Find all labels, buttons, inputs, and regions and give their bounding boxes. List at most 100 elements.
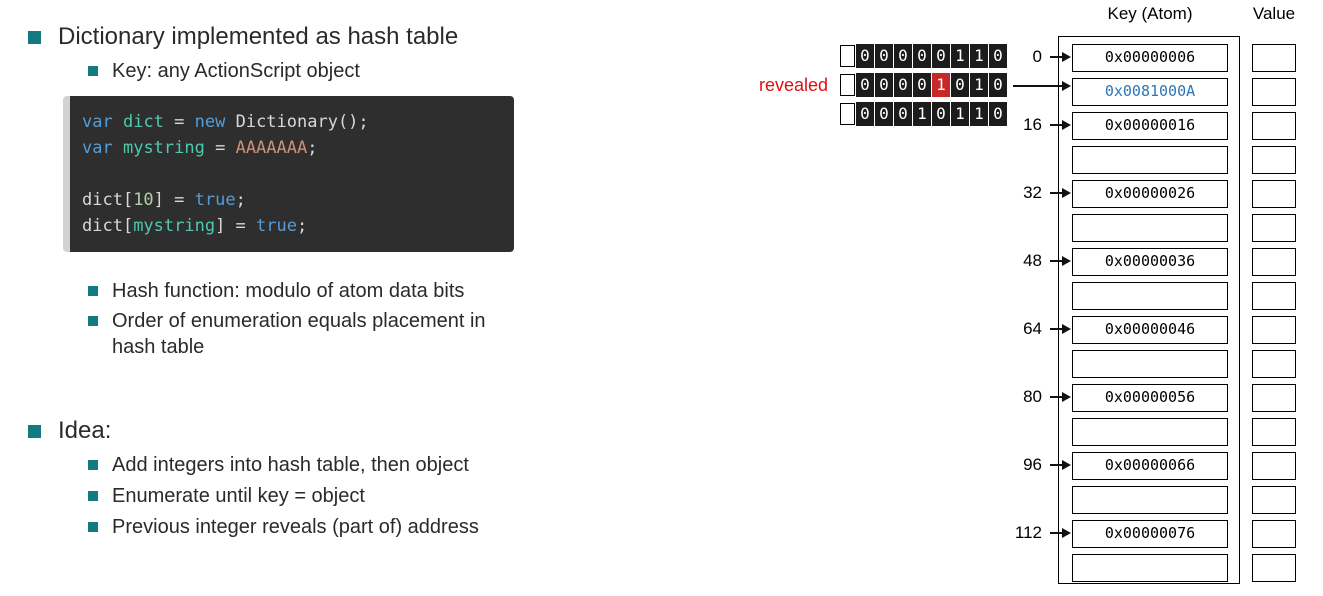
hash-value-cell: [1252, 520, 1296, 548]
offset-label: 96: [1023, 455, 1042, 474]
bullet-text: Hash function: modulo of atom data bits: [112, 280, 465, 302]
bullet-item-add-integers: Add integers into hash table, then objec…: [88, 452, 648, 478]
bit-cell-empty-icon: [840, 74, 855, 96]
bullet-square-icon: [88, 286, 98, 296]
hash-value-cell: [1252, 214, 1296, 242]
bit-cell: 0: [856, 102, 874, 126]
code-token: mystring: [133, 216, 216, 236]
hash-value-cell: [1252, 180, 1296, 208]
hash-value-cell: [1252, 384, 1296, 412]
bit-cell: 0: [894, 102, 912, 126]
bullet-square-icon: [88, 316, 98, 326]
code-token: 10: [133, 190, 154, 210]
code-token: Dictionary();: [225, 112, 369, 132]
code-token: =: [204, 138, 236, 158]
bullet-item-reveals-address: Previous integer reveals (part of) addre…: [88, 514, 648, 540]
code-token: var: [82, 138, 113, 158]
code-line: dict[10] = true;: [82, 187, 514, 213]
hash-key-cell: 0x00000066: [1072, 452, 1228, 480]
hash-value-cell: [1252, 486, 1296, 514]
code-token: true: [256, 216, 297, 236]
offset-arrow-icon: [1050, 256, 1071, 266]
hash-key-cell: 0x00000056: [1072, 384, 1228, 412]
bullet-item-dictionary: Dictionary implemented as hash table: [28, 22, 688, 52]
bullet-square-icon: [28, 31, 41, 44]
bit-cell: 0: [875, 44, 893, 68]
bit-cell: 0: [989, 44, 1007, 68]
hash-value-cell: [1252, 78, 1296, 106]
offset-label: 16: [1023, 115, 1042, 134]
offset-arrow-icon: [1050, 460, 1071, 470]
bullet-square-icon: [88, 66, 98, 76]
offset-arrow-icon: [1050, 120, 1071, 130]
code-token: ] =: [215, 216, 257, 236]
hash-value-cell: [1252, 248, 1296, 276]
bit-cell: 0: [875, 73, 893, 97]
hash-value-cell: [1252, 282, 1296, 310]
bullet-item-idea: Idea:: [28, 416, 328, 446]
bit-cell: 1: [970, 102, 988, 126]
bullet-text: Dictionary implemented as hash table: [58, 23, 459, 50]
bullet-text: Idea:: [58, 417, 112, 444]
hash-key-cell: 0x00000006: [1072, 44, 1228, 72]
hash-key-cell-empty: [1072, 486, 1228, 514]
offset-arrow-icon: [1050, 324, 1071, 334]
code-token: dict[: [82, 216, 134, 236]
hash-key-cell-empty: [1072, 418, 1228, 446]
bullet-item-key-object: Key: any ActionScript object: [88, 58, 648, 84]
bullet-square-icon: [88, 460, 98, 470]
bit-cell: 0: [951, 73, 969, 97]
code-token: ;: [296, 216, 308, 236]
bit-cell: 1: [970, 44, 988, 68]
key-column-header: Key (Atom): [1107, 4, 1193, 23]
hash-value-cell: [1252, 316, 1296, 344]
code-block: var dict = new Dictionary();var mystring…: [63, 96, 514, 252]
hash-key-cell-empty: [1072, 350, 1228, 378]
bullet-text: Enumerate until key = object: [112, 485, 365, 507]
bit-cell: 1: [951, 44, 969, 68]
bullet-square-icon: [88, 522, 98, 532]
hash-key-cell-empty: [1072, 146, 1228, 174]
offset-label: 32: [1023, 183, 1042, 202]
bullet-text: Key: any ActionScript object: [112, 60, 360, 82]
bullet-square-icon: [88, 491, 98, 501]
bit-cell: 1: [951, 102, 969, 126]
bullet-item-hash-function: Hash function: modulo of atom data bits: [88, 278, 648, 304]
bit-cell: 0: [932, 102, 950, 126]
bullet-text: Previous integer reveals (part of) addre…: [112, 516, 479, 538]
hash-value-cell: [1252, 452, 1296, 480]
code-token: dict[: [82, 190, 134, 210]
value-column-header: Value: [1252, 4, 1296, 23]
hash-key-cell: 0x00000076: [1072, 520, 1228, 548]
bullet-square-icon: [28, 425, 41, 438]
bit-cell: 0: [875, 102, 893, 126]
offset-label: 64: [1023, 319, 1042, 338]
hash-key-cell: 0x00000046: [1072, 316, 1228, 344]
code-token: ;: [307, 138, 318, 158]
bullet-text: Order of enumeration equals placement in…: [112, 310, 486, 358]
bit-cell: 0: [894, 44, 912, 68]
bit-cell: 1: [970, 73, 988, 97]
code-token: var: [82, 112, 113, 132]
bit-cell: 0: [894, 73, 912, 97]
bit-cell-empty-icon: [840, 103, 855, 125]
hash-value-cell: [1252, 44, 1296, 72]
hash-value-cell: [1252, 418, 1296, 446]
code-token: dict: [122, 112, 164, 132]
hash-table-outline: [1058, 36, 1240, 584]
code-token: =: [163, 112, 195, 132]
hash-value-cell: [1252, 350, 1296, 378]
hash-key-cell: 0x00000026: [1072, 180, 1228, 208]
code-token: AAAAAAA: [235, 138, 308, 158]
offset-arrow-icon: [1050, 52, 1071, 62]
code-line: var dict = new Dictionary();: [82, 109, 514, 135]
bit-cell-highlighted: 1: [932, 73, 950, 97]
hash-key-cell: 0x00000016: [1072, 112, 1228, 140]
code-token: new: [194, 112, 226, 132]
hash-key-cell-empty: [1072, 214, 1228, 242]
offset-label: 80: [1023, 387, 1042, 406]
code-line: var mystring = AAAAAAA;: [82, 135, 514, 161]
bullet-item-enumerate: Enumerate until key = object: [88, 483, 648, 509]
